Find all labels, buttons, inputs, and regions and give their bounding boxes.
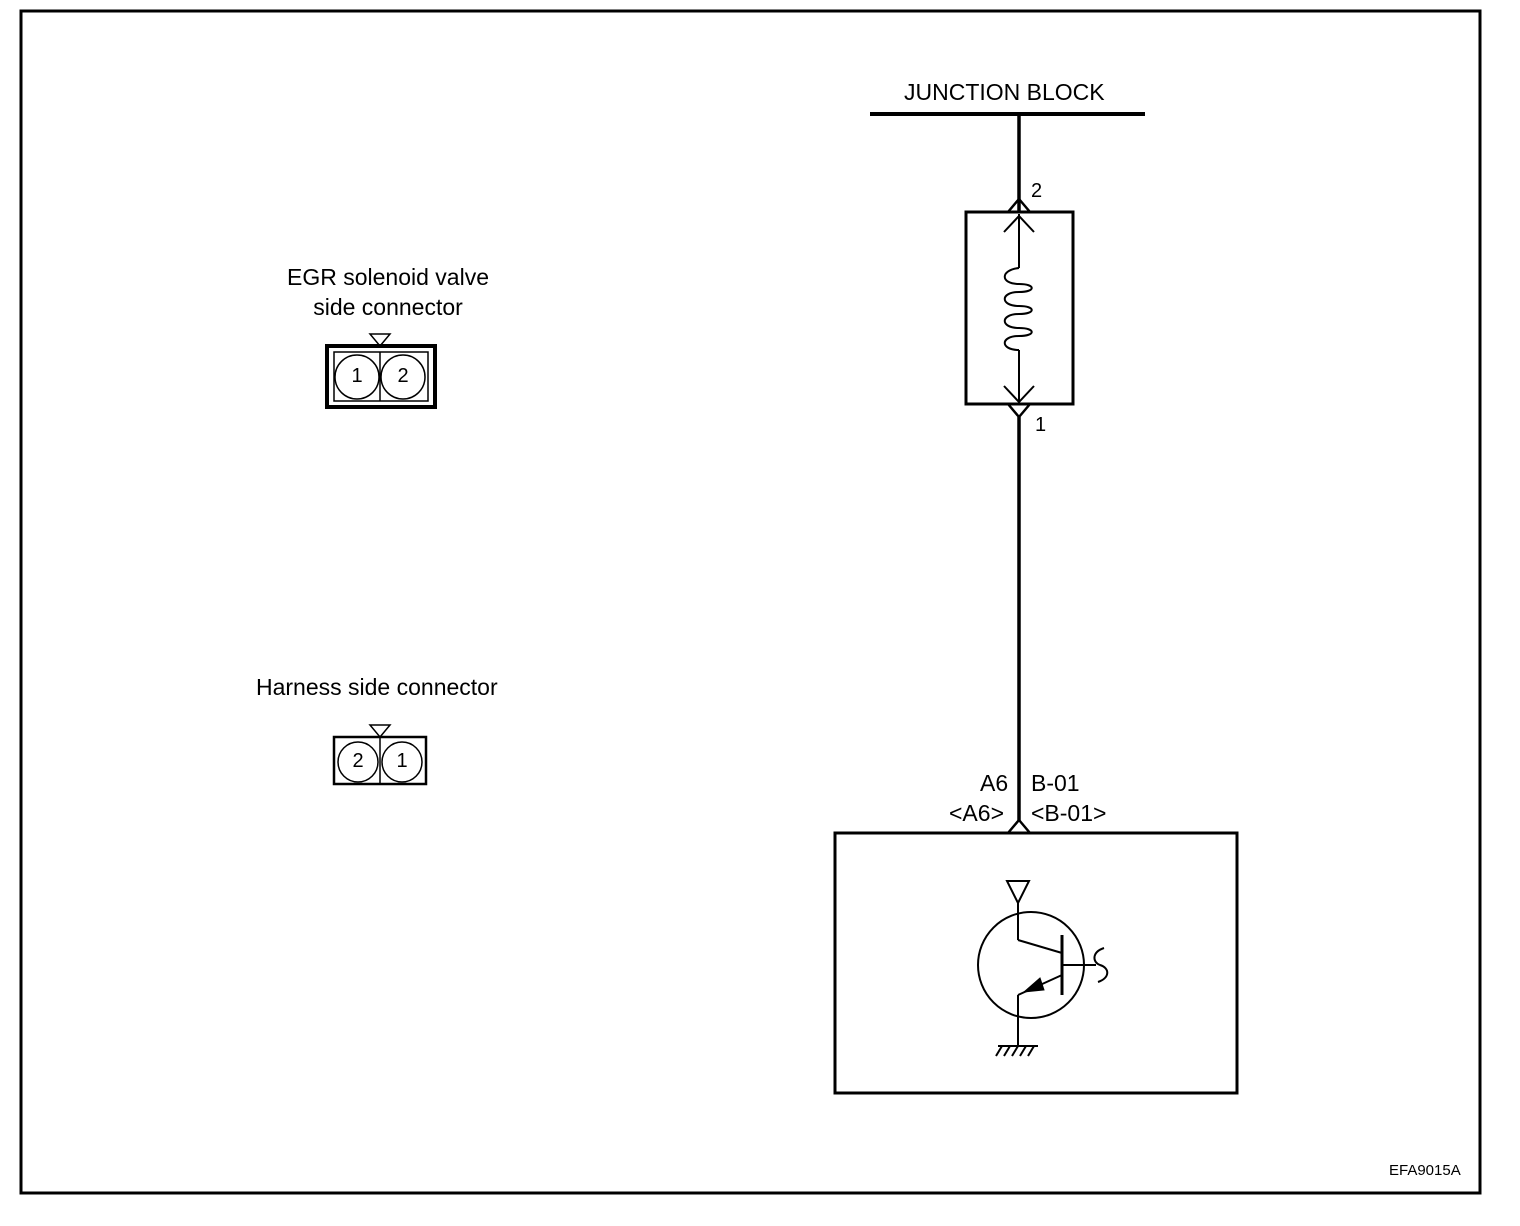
coil-icon (1003, 267, 1033, 351)
solenoid-arrow-bottom-icon (1003, 385, 1035, 404)
ecm-terminal-marker (1007, 818, 1031, 834)
egr-pin-2-circle (380, 354, 426, 400)
egr-pin-2-label: 2 (397, 365, 409, 387)
solenoid-arrow-top-icon (1003, 214, 1035, 233)
solenoid-pin-2-label: 2 (1031, 180, 1043, 202)
harness-connector-key-icon (368, 724, 392, 739)
ecm-terminal-left-code-alt: <A6> (949, 800, 1004, 826)
ecm-body (833, 831, 1239, 1095)
solenoid-body (964, 210, 1075, 406)
ecm-terminal-right-code-alt: <B-01> (1031, 800, 1107, 826)
solenoid-pin-1-label: 1 (1035, 414, 1047, 436)
figure-code: EFA9015A (1389, 1162, 1461, 1179)
ecm-terminal-left-code: A6 (980, 770, 1009, 796)
transistor-collector-line (1017, 939, 1063, 954)
harness-pin-2-label: 2 (352, 750, 364, 772)
egr-connector-title-line2: side connector (313, 294, 463, 320)
egr-connector-title-line1: EGR solenoid valve (287, 264, 489, 290)
base-signal-icon (1093, 947, 1109, 983)
egr-connector-key-icon (368, 333, 392, 348)
egr-pin-1-circle (334, 354, 380, 400)
outer-frame (19, 9, 1482, 1195)
ecm-terminal-right-code: B-01 (1031, 770, 1080, 796)
solenoid-pin2-marker (1007, 197, 1031, 213)
solenoid-pin1-marker (1007, 403, 1031, 419)
harness-connector-title: Harness side connector (256, 674, 498, 700)
egr-pin-1-label: 1 (351, 365, 363, 387)
emitter-arrow-icon (1022, 977, 1045, 993)
junction-block-label: JUNCTION BLOCK (904, 79, 1105, 105)
collector-terminal-icon (1005, 880, 1031, 906)
harness-pin-1-circle (381, 741, 423, 783)
harness-pin-1-label: 1 (396, 750, 408, 772)
harness-pin-2-circle (337, 741, 379, 783)
ground-icon (995, 1045, 1038, 1057)
